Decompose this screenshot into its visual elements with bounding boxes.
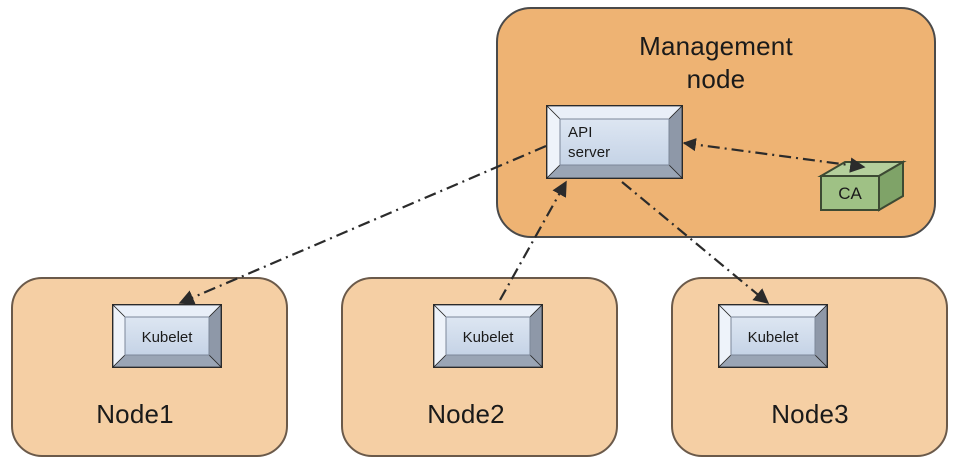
kubelet-1-inner-face bbox=[124, 316, 210, 356]
worker-node-3-label: Node3 bbox=[771, 399, 849, 429]
api-server-bevel-bottom bbox=[546, 164, 683, 179]
ca-box[interactable]: CA bbox=[817, 160, 907, 212]
api-server-bevel-top bbox=[546, 105, 683, 120]
management-node-label-line2: node bbox=[687, 64, 746, 94]
worker-node-2-group[interactable]: Kubelet Node2 bbox=[341, 277, 618, 457]
api-server-label-line2: server bbox=[568, 144, 610, 161]
connector-api-server-to-node1-kubelet[interactable] bbox=[178, 144, 547, 305]
management-node-label-line1: Management bbox=[639, 31, 793, 61]
worker-node-1-group[interactable]: Kubelet Node1 bbox=[11, 277, 288, 457]
kubelet-2-label: Kubelet bbox=[463, 329, 515, 346]
connector-api-server-to-ca[interactable] bbox=[682, 138, 866, 173]
api-server-inner-face bbox=[559, 118, 670, 166]
kubelet-1-label: Kubelet bbox=[142, 329, 194, 346]
connector-api-server-to-node3-kubelet[interactable] bbox=[621, 181, 770, 304]
api-server-label-line1: API bbox=[568, 124, 592, 141]
kubelet-3-bevel-bottom bbox=[718, 354, 828, 368]
kubelet-2-bevel-top bbox=[433, 304, 543, 318]
kubelet-3-bevel-top bbox=[718, 304, 828, 318]
ca-box-front-face bbox=[820, 175, 880, 211]
ca-label: CA bbox=[838, 184, 862, 203]
kubelet-2-bevel-bottom bbox=[433, 354, 543, 368]
kubelet-2-inner-face bbox=[445, 316, 531, 356]
worker-node-2-label: Node2 bbox=[427, 399, 505, 429]
kubelet-1-bevel-bottom bbox=[112, 354, 222, 368]
kubelet-3-inner-face bbox=[730, 316, 816, 356]
kubelet-box-node-1[interactable]: Kubelet bbox=[112, 304, 222, 368]
kubelet-1-bevel-top bbox=[112, 304, 222, 318]
api-server-box[interactable]: API server bbox=[546, 105, 683, 179]
kubelet-box-node-3[interactable]: Kubelet bbox=[718, 304, 828, 368]
connector-layer bbox=[178, 138, 866, 305]
worker-node-1-label: Node1 bbox=[96, 399, 174, 429]
worker-node-3-group[interactable]: Kubelet Node3 bbox=[671, 277, 948, 457]
kubelet-3-label: Kubelet bbox=[748, 329, 800, 346]
kubelet-box-node-2[interactable]: Kubelet bbox=[433, 304, 543, 368]
